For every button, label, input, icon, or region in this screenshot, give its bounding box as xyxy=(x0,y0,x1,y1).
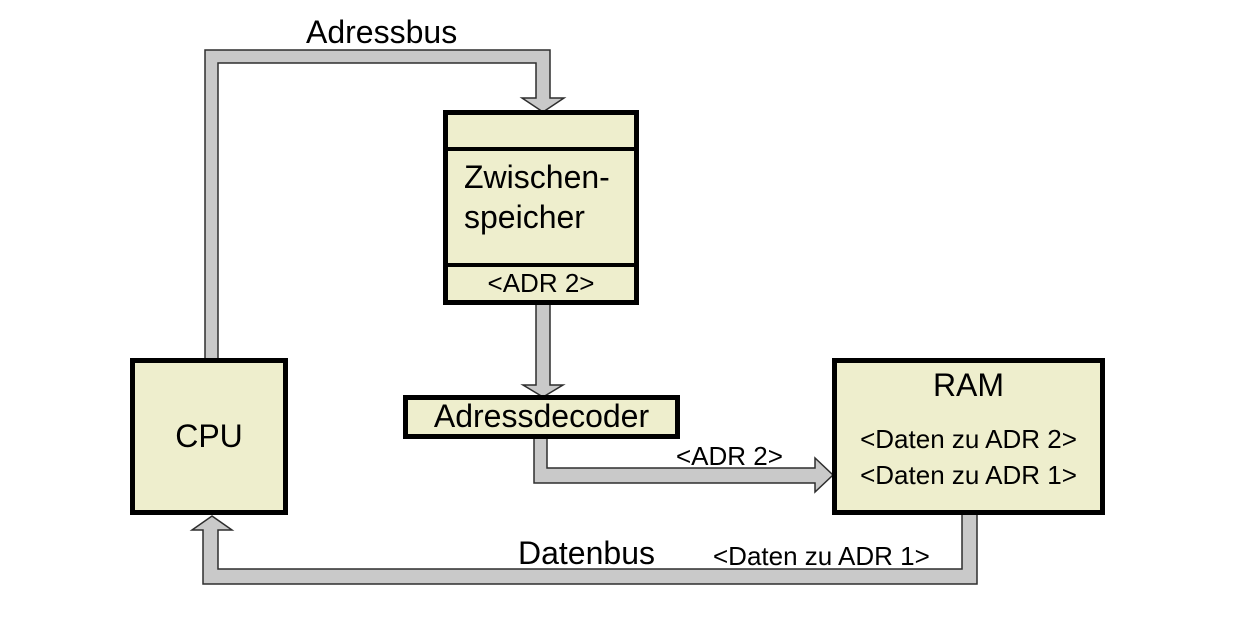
data-bus-transfer-label: <Daten zu ADR 1> xyxy=(713,541,930,571)
decoder-to-ram-arrow xyxy=(533,435,835,494)
ram-content-adr2: <Daten zu ADR 2> xyxy=(860,424,1077,454)
buffer-box: Zwischen- speicher <ADR 2> xyxy=(443,110,639,305)
buffer-empty-slot xyxy=(448,115,634,147)
decoder-to-ram-bus-label: <ADR 2> xyxy=(676,441,783,471)
buffer-label-line2: speicher xyxy=(464,199,585,235)
buffer-divider-bottom xyxy=(448,263,634,267)
buffer-register-value: <ADR 2> xyxy=(487,268,595,298)
address-bus-label: Adressbus xyxy=(306,14,458,50)
decoder-box: Adressdecoder xyxy=(403,395,680,439)
cpu-box: CPU xyxy=(130,358,288,515)
ram-label: RAM xyxy=(932,367,1005,403)
data-bus-label: Datenbus xyxy=(518,535,655,571)
buffer-label-line1: Zwischen- xyxy=(464,159,610,195)
ram-box: RAM <Daten zu ADR 2> <Daten zu ADR 1> xyxy=(832,358,1105,515)
ram-inner: RAM <Daten zu ADR 2> <Daten zu ADR 1> xyxy=(837,363,1100,510)
buffer-to-decoder-arrow xyxy=(520,302,566,398)
decoder-label: Adressdecoder xyxy=(433,398,650,435)
address-bus-arrow xyxy=(204,49,567,361)
buffer-divider-top xyxy=(448,147,634,151)
buffer-label: Zwischen- speicher xyxy=(448,151,634,263)
ram-content-adr1: <Daten zu ADR 1> xyxy=(860,460,1077,490)
cpu-label: CPU xyxy=(175,417,243,454)
